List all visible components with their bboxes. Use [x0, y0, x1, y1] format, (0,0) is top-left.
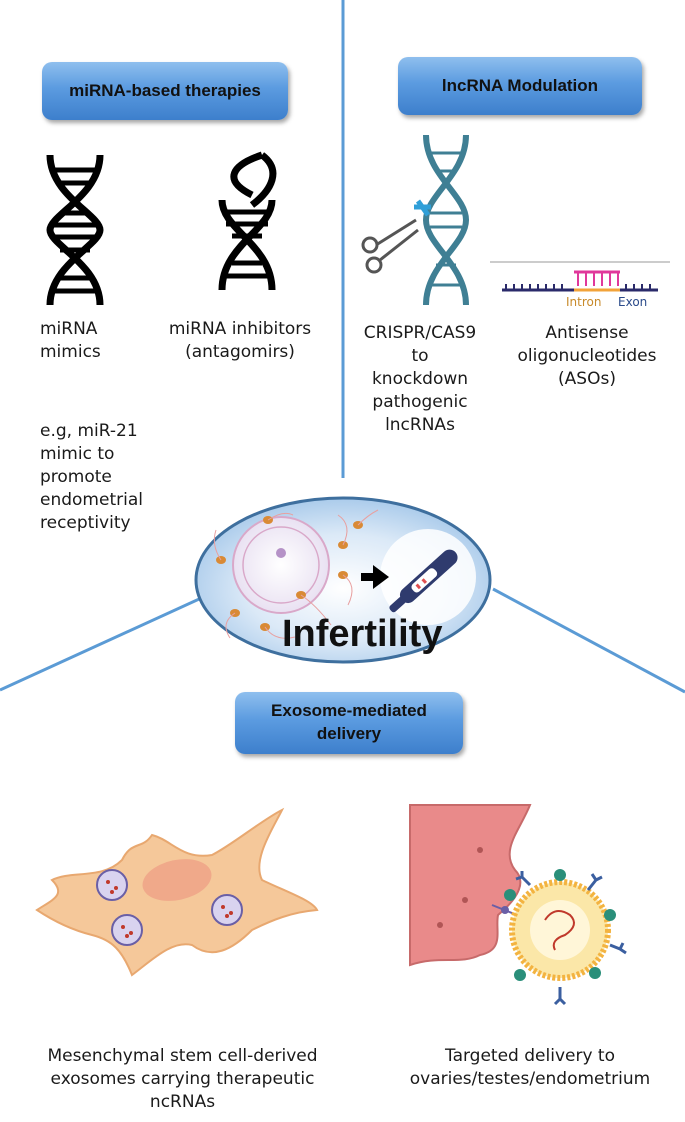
stem-cell-illustration — [35, 807, 319, 977]
targeted-delivery-illustration — [409, 804, 627, 1006]
mirna-inhibitors-label: miRNA inhibitors (antagomirs) — [168, 319, 312, 362]
lncrna-modulation-header: lncRNA Modulation — [398, 57, 642, 115]
aso-label: Antisense oligonucleotides (ASOs) — [517, 323, 657, 389]
exon-label: Exon — [618, 295, 648, 309]
exosome-delivery-header: Exosome-mediated delivery — [235, 692, 463, 754]
targeted-delivery-label: Targeted delivery to ovaries/testes/endo… — [409, 1046, 651, 1089]
aso-oligo-icon — [490, 261, 670, 292]
crispr-dna-icon — [361, 134, 470, 306]
infertility-oval — [194, 496, 492, 664]
msc-exosomes-label: Mesenchymal stem cell-derived exosomes c… — [47, 1046, 318, 1112]
dna-mimic-icon — [46, 154, 104, 306]
mirna-mimics-label: miRNA mimics — [40, 319, 101, 362]
crispr-label: CRISPR/CAS9 to knockdown pathogenic lncR… — [363, 323, 477, 435]
mirna-therapies-header: miRNA-based therapies — [42, 62, 288, 120]
dna-inhibitor-icon — [218, 151, 277, 291]
infertility-title: Infertility — [282, 613, 443, 655]
mirna-example-label: e.g, miR-21 mimic to promote endometrial… — [40, 421, 143, 533]
intron-label: Intron — [566, 295, 602, 309]
